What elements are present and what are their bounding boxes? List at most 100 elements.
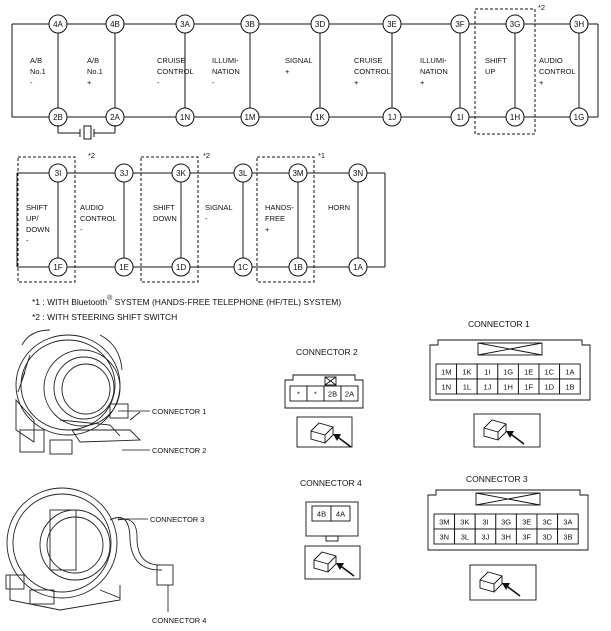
pin-circle <box>505 14 525 34</box>
connector-3-pin-label: 3F <box>522 533 531 542</box>
connector-3-title: CONNECTOR 3 <box>466 474 528 484</box>
pin-circle <box>105 14 125 34</box>
pin-circle <box>48 14 68 34</box>
connector-2-cell <box>340 385 359 402</box>
connector-3-pin-label: 3L <box>461 533 469 542</box>
pin-circle <box>175 14 195 34</box>
circuit-label: AUDIO <box>80 203 104 212</box>
connector-1-pin-label: 1A <box>565 368 574 377</box>
connector-3-pin-label: 3C <box>543 518 553 527</box>
connector-1-pin-label: 1B <box>565 383 574 392</box>
pin-circle <box>48 257 68 277</box>
pin-circle <box>569 14 589 34</box>
pin-label-bottom: 1G <box>574 113 585 122</box>
pin-circle <box>348 163 368 183</box>
pin-label-top: 3D <box>315 20 325 29</box>
pin-label-top: 3N <box>353 169 363 178</box>
circuit-label: DOWN <box>153 214 177 223</box>
circuit-label: - <box>212 78 215 87</box>
plug-arrow-icon <box>483 419 525 445</box>
circuit-label: NATION <box>420 67 448 76</box>
connector-4-title: CONNECTOR 4 <box>300 478 362 488</box>
bottom-circuit-columns: 3I1FSHIFTUP/DOWN-3J1EAUDIOCONTROL-3K1DSH… <box>26 163 368 277</box>
pin-label-top: 3G <box>510 20 521 29</box>
pin-circle <box>171 257 191 277</box>
pin-circle <box>114 163 134 183</box>
circuit-label: HORN <box>328 203 350 212</box>
airbag-squib-link <box>57 125 116 140</box>
circuit-label: CRUISE <box>157 56 185 65</box>
connector-1-pin-label: 1M <box>441 368 451 377</box>
pin-circle <box>348 257 368 277</box>
pin-label-bottom: 1H <box>510 113 520 122</box>
callout-connector-4: CONNECTOR 4 <box>152 616 206 625</box>
circuit-label: ILLUMI- <box>420 56 447 65</box>
connector-1-pin-label: 1C <box>545 368 555 377</box>
pin-label-bottom: 1B <box>293 263 303 272</box>
circuit-label: SHIFT <box>485 56 507 65</box>
pin-label-bottom: 2B <box>53 113 63 122</box>
pin-label-bottom: 1D <box>176 263 186 272</box>
circuit-label: AUDIO <box>539 56 563 65</box>
pin-label-top: 3I <box>55 169 62 178</box>
circuit-label: CONTROL <box>157 67 194 76</box>
bottom-note-mark-3: *1 <box>318 151 325 160</box>
bottom-note-mark-2: *2 <box>203 151 210 160</box>
connector-3-pin-label: 3D <box>543 533 553 542</box>
connector-3-pin-label: 3M <box>439 518 449 527</box>
circuit-label: CONTROL <box>354 67 391 76</box>
connector-3-view-icon <box>469 564 537 601</box>
circuit-label: CRUISE <box>354 56 382 65</box>
connector-1-pin-label: 1K <box>462 368 471 377</box>
connector-1-pin-label: 1N <box>442 383 452 392</box>
pin-label-bottom: 1J <box>388 113 396 122</box>
connector-2-pin-label: * <box>297 390 300 399</box>
optional-box-hands-free <box>256 156 315 283</box>
note-shift-switch: *2 : WITH STEERING SHIFT SWITCH <box>32 312 177 322</box>
bottom-column-6: 3N 1A HORN <box>328 163 368 277</box>
connector-2-view-icon <box>296 416 353 448</box>
pin-circle <box>569 107 589 127</box>
pin-circle <box>382 14 402 34</box>
pin-circle <box>240 14 260 34</box>
connector-4-body <box>305 501 359 542</box>
connector-2-pin-label: 2B <box>328 390 337 399</box>
pin-label-bottom: 1M <box>244 113 255 122</box>
note-bluetooth: *1 : WITH Bluetooth® SYSTEM (HANDS-FREE … <box>32 294 341 307</box>
callout-connector-3: CONNECTOR 3 <box>150 515 204 524</box>
pin-label-top: 3A <box>180 20 190 29</box>
pin-label-top: 4A <box>53 20 63 29</box>
pin-label-bottom: 1A <box>353 263 363 272</box>
circuit-label: - <box>26 236 29 245</box>
circuit-label: SHIFT <box>153 203 175 212</box>
circuit-label: A/B <box>87 56 99 65</box>
pin-label-top: 3M <box>292 169 303 178</box>
connector-3-pin-label: 3I <box>482 518 488 527</box>
circuit-label: No.1 <box>30 67 46 76</box>
plug-arrow-icon <box>479 571 521 597</box>
top-circuit-columns: 4A2BA/BNo.1-4B2AA/BNo.1+3A1NCRUISECONTRO… <box>30 14 589 127</box>
circuit-label: CONTROL <box>539 67 576 76</box>
circuit-label: + <box>285 67 290 76</box>
connector-3-pin-label: 3K <box>460 518 469 527</box>
connector-1-body <box>429 339 591 401</box>
pin-circle <box>450 107 470 127</box>
connector-2-title: CONNECTOR 2 <box>296 347 358 357</box>
circuit-label: CONTROL <box>80 214 117 223</box>
plug-arrow-icons <box>310 419 525 597</box>
circuit-label: SIGNAL <box>205 203 233 212</box>
pin-label-top: 3H <box>574 20 584 29</box>
